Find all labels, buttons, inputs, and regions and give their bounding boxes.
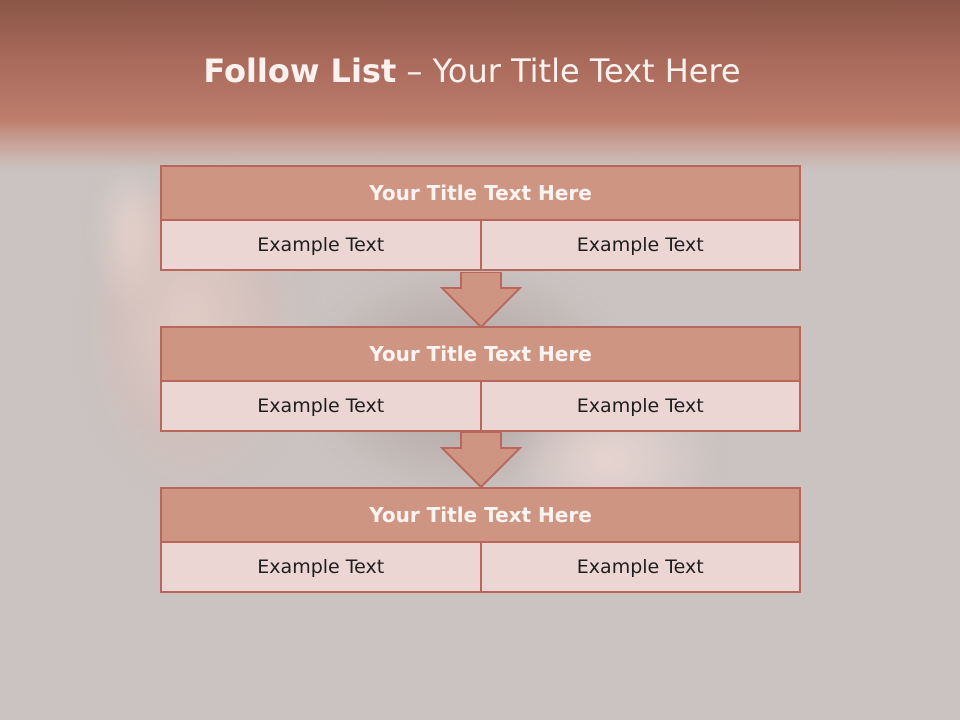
block-cell-right: Example Text: [481, 221, 801, 271]
block-cell-right: Example Text: [481, 543, 801, 593]
down-arrow-icon: [440, 432, 522, 488]
block-row: Example Text Example Text: [160, 382, 801, 432]
list-block-2: Your Title Text Here Example Text Exampl…: [160, 326, 801, 432]
header-band: [0, 0, 960, 170]
block-cell-left: Example Text: [160, 382, 482, 432]
block-title: Your Title Text Here: [160, 326, 801, 382]
slide-title: Follow List – Your Title Text Here: [0, 52, 944, 90]
background-finger: [95, 175, 165, 315]
down-arrow-icon: [440, 272, 522, 328]
block-title: Your Title Text Here: [160, 487, 801, 543]
block-cell-right: Example Text: [481, 382, 801, 432]
block-title: Your Title Text Here: [160, 165, 801, 221]
block-row: Example Text Example Text: [160, 221, 801, 271]
list-block-3: Your Title Text Here Example Text Exampl…: [160, 487, 801, 593]
title-rest: – Your Title Text Here: [406, 52, 741, 90]
block-row: Example Text Example Text: [160, 543, 801, 593]
list-block-1: Your Title Text Here Example Text Exampl…: [160, 165, 801, 271]
block-cell-left: Example Text: [160, 543, 482, 593]
title-strong: Follow List: [203, 52, 397, 90]
block-cell-left: Example Text: [160, 221, 482, 271]
